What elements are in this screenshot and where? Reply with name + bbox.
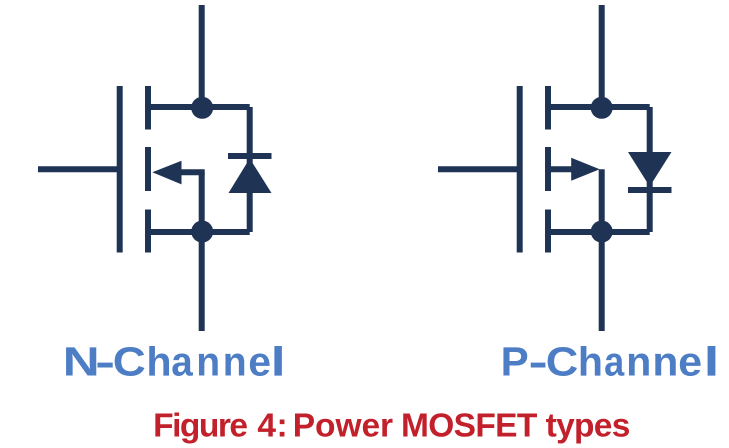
svg-text:a: a [604,339,625,385]
svg-text:n: n [196,339,220,385]
svg-text:Figure: Figure [153,407,248,444]
svg-text:n: n [652,339,678,385]
svg-text:Power: Power [293,407,393,444]
svg-text:a: a [171,339,194,385]
svg-text:n: n [626,339,651,385]
svg-text:C: C [113,339,146,385]
svg-text:N: N [63,339,100,385]
svg-text:l: l [271,339,286,385]
svg-text:MOSFET: MOSFET [401,407,538,444]
svg-text:e: e [248,339,271,385]
svg-text:n: n [223,339,247,385]
svg-text:4:: 4: [257,407,287,444]
svg-text:C: C [546,339,579,385]
svg-text:e: e [678,339,702,385]
svg-text:l: l [704,339,720,385]
svg-text:-: - [95,339,115,385]
svg-text:types: types [546,407,631,444]
svg-text:h: h [578,339,603,385]
svg-text:-: - [529,339,548,385]
svg-text:P: P [501,339,529,385]
svg-text:h: h [146,339,171,385]
